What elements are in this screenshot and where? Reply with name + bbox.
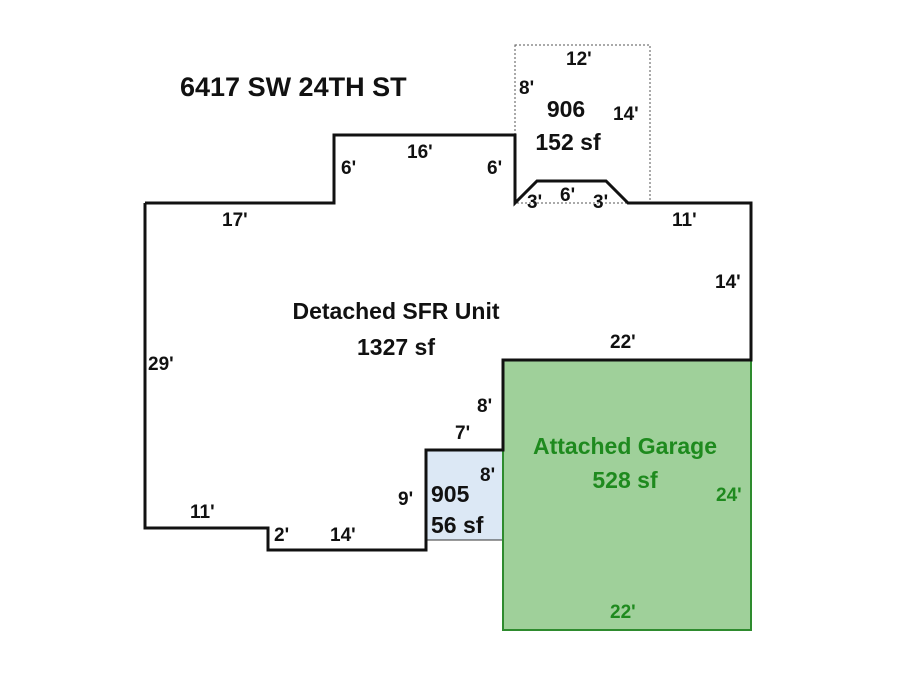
area-905-area: 56 sf xyxy=(431,512,484,538)
garage-dim-side: 24' xyxy=(716,485,742,506)
dim-label: 11' xyxy=(672,210,697,231)
main-unit-area: 1327 sf xyxy=(356,334,436,360)
dim-label: 22' xyxy=(610,332,636,353)
dim-label: 8' xyxy=(477,396,493,417)
area-906-id: 906 xyxy=(546,96,586,122)
dim-label: 3' xyxy=(593,192,609,213)
dim-label: 14' xyxy=(330,525,356,546)
dim-label: 6' xyxy=(341,158,357,179)
dim-label: 29' xyxy=(148,354,174,375)
garage-box xyxy=(502,359,752,631)
area-906-area: 152 sf xyxy=(535,129,601,155)
area-905-id: 905 xyxy=(431,481,470,507)
area-906-dim-top: 12' xyxy=(566,49,592,70)
area-905-dim-right: 8' xyxy=(480,465,496,486)
garage-area: 528 sf xyxy=(592,467,658,493)
dim-label: 9' xyxy=(398,489,414,510)
main-unit-label: Detached SFR Unit xyxy=(292,298,500,324)
dim-label: 2' xyxy=(274,525,290,546)
dim-label: 6' xyxy=(487,158,503,179)
dim-label: 17' xyxy=(222,210,248,231)
area-906-dim-left: 8' xyxy=(519,78,535,99)
garage-label: Attached Garage xyxy=(532,433,718,459)
dim-label: 11' xyxy=(190,502,215,523)
dim-label: 14' xyxy=(715,272,741,293)
area-906-dashed-outline xyxy=(514,44,651,204)
dim-label: 3' xyxy=(527,192,543,213)
dim-label: 6' xyxy=(560,185,576,206)
property-address-title: 6417 SW 24TH ST xyxy=(180,72,407,102)
area-906-dim-right: 14' xyxy=(613,104,639,125)
dim-label: 16' xyxy=(407,142,433,163)
main-unit-outline xyxy=(143,133,753,552)
dim-label: 7' xyxy=(455,423,471,444)
garage-dim-bottom: 22' xyxy=(610,602,636,623)
